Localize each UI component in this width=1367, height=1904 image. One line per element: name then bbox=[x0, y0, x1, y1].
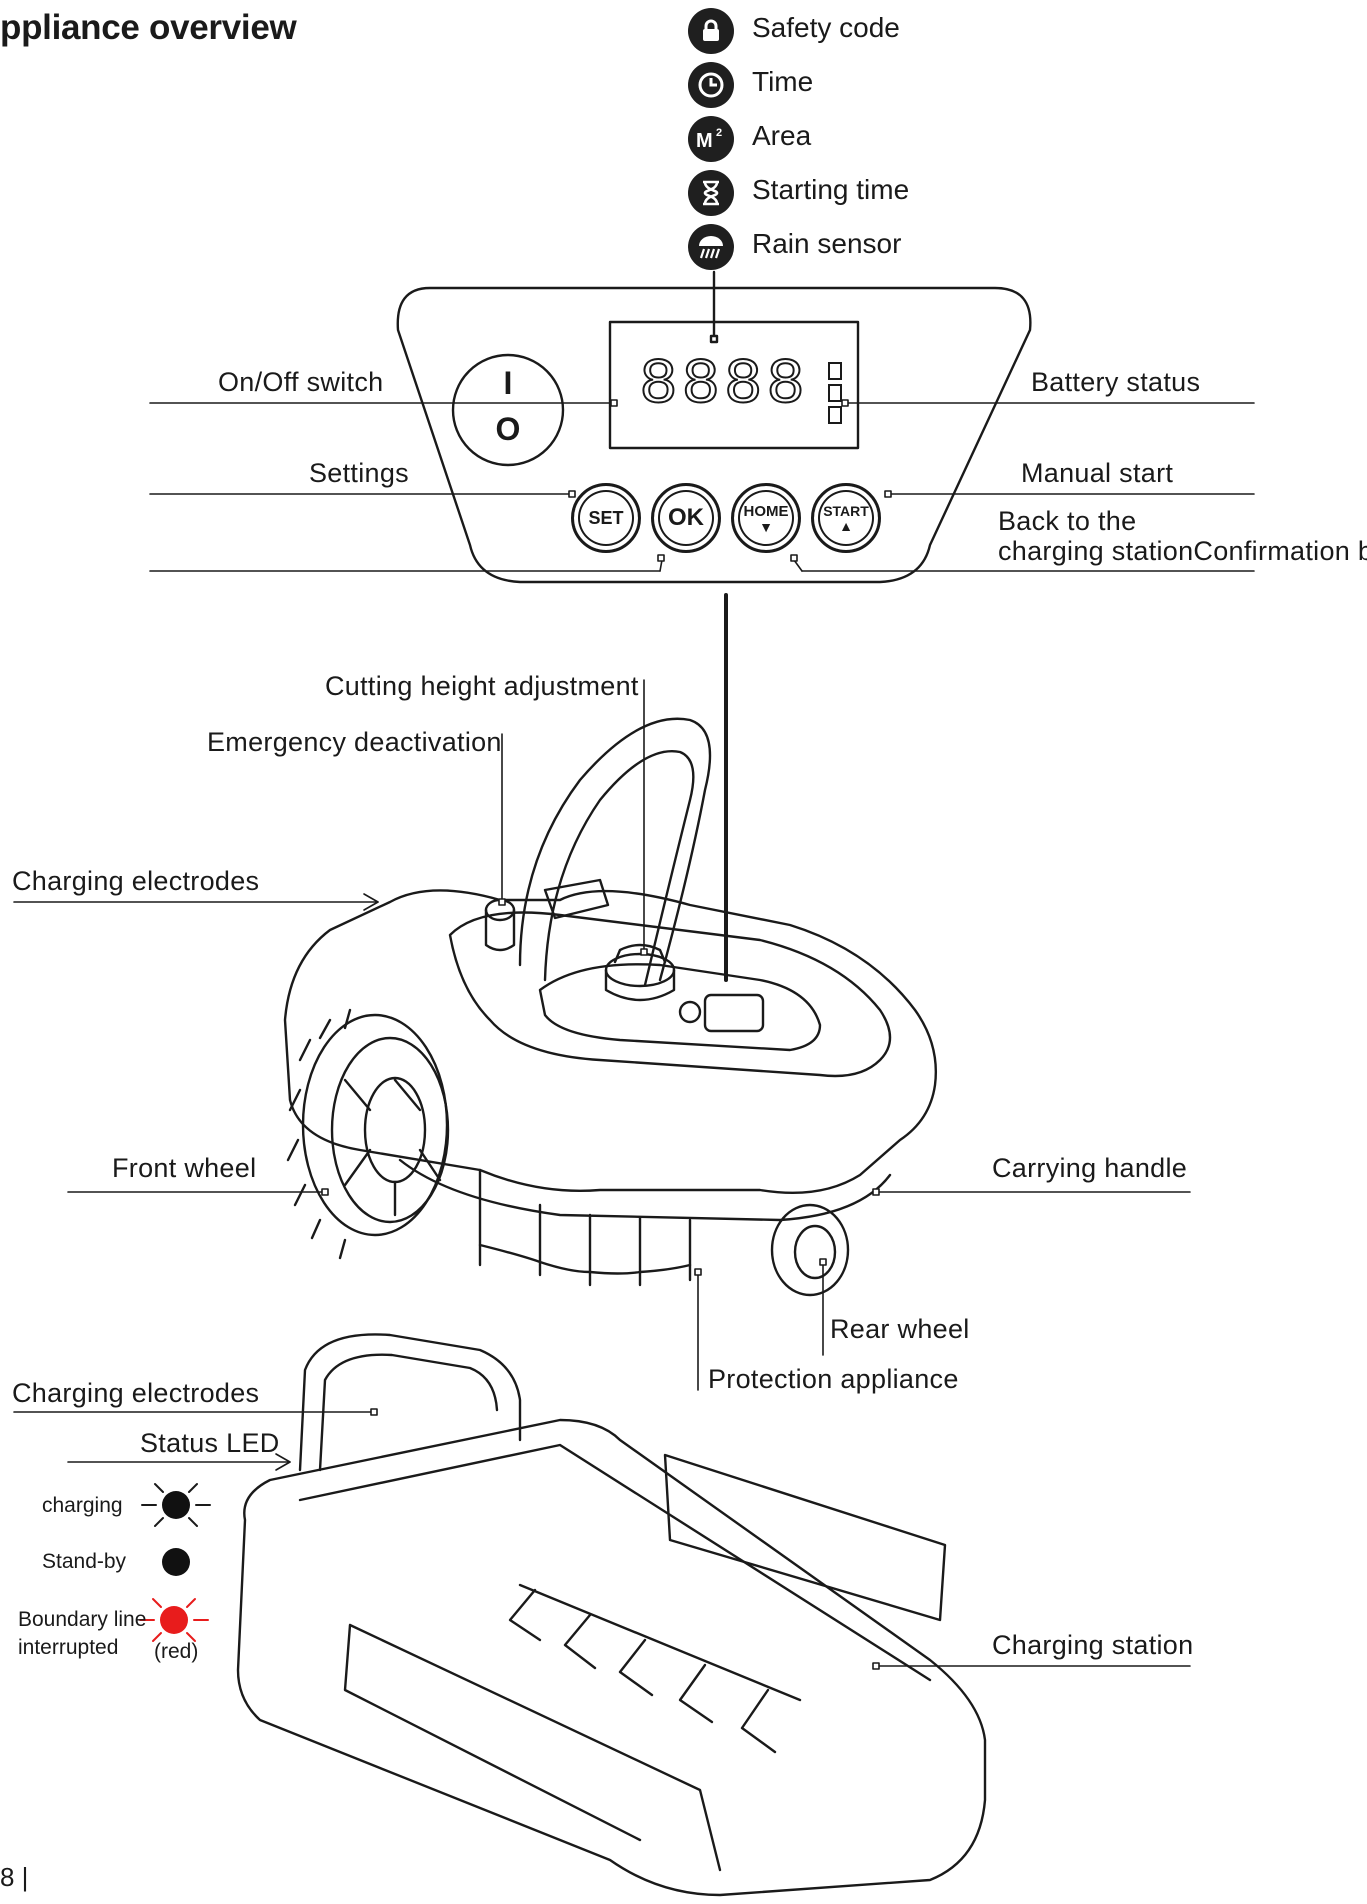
robot-mower bbox=[283, 717, 937, 1297]
mower-leader-lines bbox=[13, 679, 1191, 1391]
label-settings: Settings bbox=[309, 458, 409, 488]
led-label-boundary-line1: Boundary line bbox=[18, 1608, 147, 1631]
led-label-boundary-line2: interrupted bbox=[18, 1636, 119, 1659]
label-cutting-height: Cutting height adjustment bbox=[325, 671, 639, 701]
label-protection-appliance: Protection appliance bbox=[708, 1364, 959, 1394]
label-charging-station: Charging station bbox=[992, 1630, 1194, 1660]
hourglass-icon bbox=[688, 170, 734, 216]
legend-label: Starting time bbox=[752, 174, 910, 205]
switch-off-label: O bbox=[495, 411, 521, 447]
page-title: ppliance overview bbox=[0, 8, 297, 47]
switch-on-label: I bbox=[503, 365, 513, 401]
legend-label: Rain sensor bbox=[752, 228, 902, 259]
led-label-red-note: (red) bbox=[154, 1640, 199, 1663]
home-button: HOME ▼ bbox=[731, 483, 801, 553]
ok-button: OK bbox=[651, 483, 721, 553]
legend-label: Area bbox=[752, 120, 812, 151]
clock-icon bbox=[688, 62, 734, 108]
station-leader-lines bbox=[13, 1408, 1191, 1670]
control-panel bbox=[396, 270, 1032, 584]
label-carrying-handle: Carrying handle bbox=[992, 1153, 1188, 1183]
lock-icon bbox=[688, 8, 734, 54]
set-button-label: SET bbox=[588, 507, 624, 528]
led-standby-icon bbox=[162, 1548, 190, 1576]
battery-indicator bbox=[828, 362, 842, 430]
led-charging-icon bbox=[141, 1483, 211, 1527]
label-rear-wheel: Rear wheel bbox=[830, 1314, 970, 1344]
rain-sensor-icon bbox=[688, 224, 734, 270]
start-button-label: START bbox=[823, 503, 869, 519]
svg-text:M: M bbox=[696, 130, 713, 152]
label-back-to-station-line2: charging stationConfirmation b bbox=[998, 536, 1367, 566]
charging-station bbox=[236, 1333, 987, 1897]
start-button: START ▲ bbox=[811, 483, 881, 553]
panel-display bbox=[608, 320, 860, 450]
set-button: SET bbox=[571, 483, 641, 553]
label-emergency-deactivation: Emergency deactivation bbox=[207, 727, 502, 757]
label-on-off-switch: On/Off switch bbox=[218, 367, 384, 397]
led-label-standby: Stand-by bbox=[42, 1550, 127, 1573]
down-arrow-icon: ▼ bbox=[759, 518, 773, 535]
on-off-switch-button: I O bbox=[453, 355, 563, 465]
led-label-charging: charging bbox=[42, 1494, 123, 1517]
led-boundary-interrupted-icon bbox=[139, 1598, 209, 1642]
label-status-led: Status LED bbox=[140, 1428, 280, 1458]
label-charging-electrodes-mower: Charging electrodes bbox=[12, 866, 260, 896]
panel-display-digits: 8888 bbox=[638, 349, 809, 423]
label-charging-electrodes-station: Charging electrodes bbox=[12, 1378, 260, 1408]
label-battery-status: Battery status bbox=[1031, 367, 1201, 397]
legend-label: Time bbox=[752, 66, 814, 97]
label-front-wheel: Front wheel bbox=[112, 1153, 257, 1183]
label-back-to-station-line1: Back to the bbox=[998, 506, 1137, 536]
label-manual-start: Manual start bbox=[1021, 458, 1174, 488]
up-arrow-icon: ▲ bbox=[839, 518, 853, 534]
legend-label: Safety code bbox=[752, 12, 900, 43]
ok-button-label: OK bbox=[668, 504, 704, 531]
svg-text:2: 2 bbox=[716, 127, 722, 139]
panel-leader-lines bbox=[149, 399, 1255, 572]
on-off-switch bbox=[451, 353, 565, 467]
home-button-label: HOME bbox=[743, 502, 789, 520]
page-number: 8 | bbox=[0, 1862, 29, 1892]
